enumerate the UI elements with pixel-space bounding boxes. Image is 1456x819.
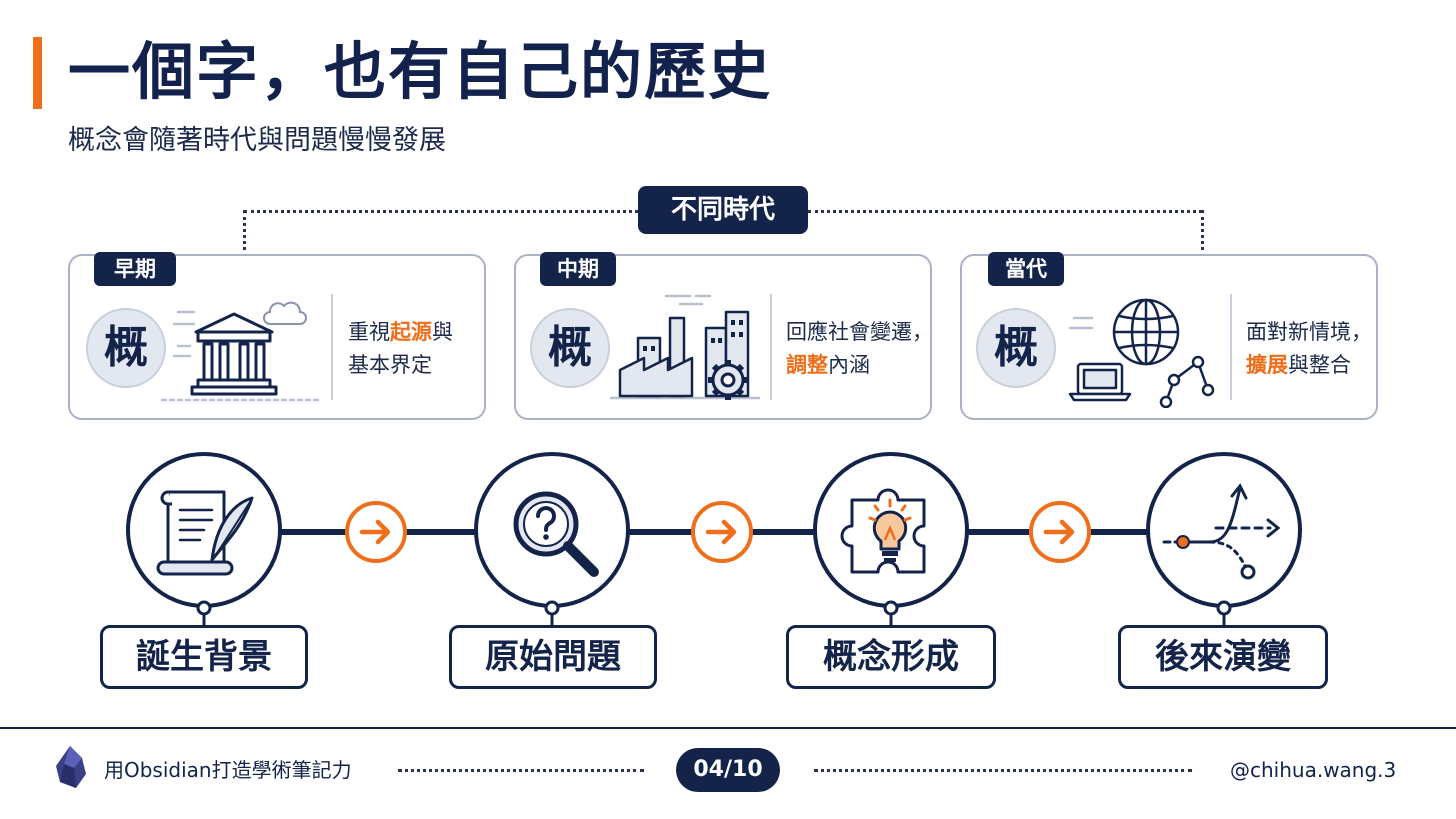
classical-building-icon (160, 301, 320, 402)
era-desc-middle: 回應社會變遷， 調整內涵 (786, 320, 933, 377)
puzzle-lightbulb-icon (840, 488, 926, 574)
era-desc-early: 重視起源與 基本界定 (348, 320, 453, 377)
stage-label-original-problem: 原始問題 (449, 625, 657, 689)
era-connector-drop-left (243, 210, 246, 250)
footer-divider (0, 727, 1456, 729)
page-title: 一個字，也有自己的歷史 (68, 35, 773, 108)
era-connector-drop-right (1201, 210, 1204, 250)
globe-laptop-network-icon (1068, 298, 1215, 408)
title-accent-bar (33, 37, 42, 109)
concept-char-chip: 概 (530, 308, 610, 388)
era-tag-early: 早期 (94, 252, 176, 286)
stage-label-later-evolution: 後來演變 (1118, 625, 1328, 689)
card-divider (770, 294, 772, 400)
stage-label-concept-formation: 概念形成 (786, 625, 996, 689)
stage-label-origin-context: 誕生背景 (100, 625, 308, 689)
footer-dots-right (814, 769, 1192, 772)
era-tag-middle: 中期 (540, 252, 616, 286)
page-number: 04/10 (676, 748, 780, 792)
era-tag-contemporary: 當代 (988, 252, 1064, 286)
footer-handle: @chihua.wang.3 (1230, 758, 1397, 782)
era-desc-contemporary: 面對新情境， 擴展與整合 (1246, 320, 1372, 377)
concept-char-chip: 概 (976, 308, 1056, 388)
era-label: 不同時代 (638, 186, 808, 234)
era-connector-right (808, 210, 1202, 213)
footer-dots-left (398, 769, 644, 772)
footer-brand: 用Obsidian打造學術筆記力 (104, 758, 352, 782)
concept-char-chip: 概 (86, 308, 166, 388)
card-divider (331, 294, 333, 400)
obsidian-logo-icon (56, 746, 86, 788)
scroll-quill-icon (156, 490, 254, 576)
page-subtitle: 概念會隨著時代與問題慢慢發展 (68, 125, 446, 156)
branching-paths-icon (1162, 483, 1281, 580)
factory-gear-icon (610, 294, 760, 400)
magnifier-question-icon (513, 491, 599, 577)
era-connector-left (244, 210, 638, 213)
card-divider (1230, 294, 1232, 400)
